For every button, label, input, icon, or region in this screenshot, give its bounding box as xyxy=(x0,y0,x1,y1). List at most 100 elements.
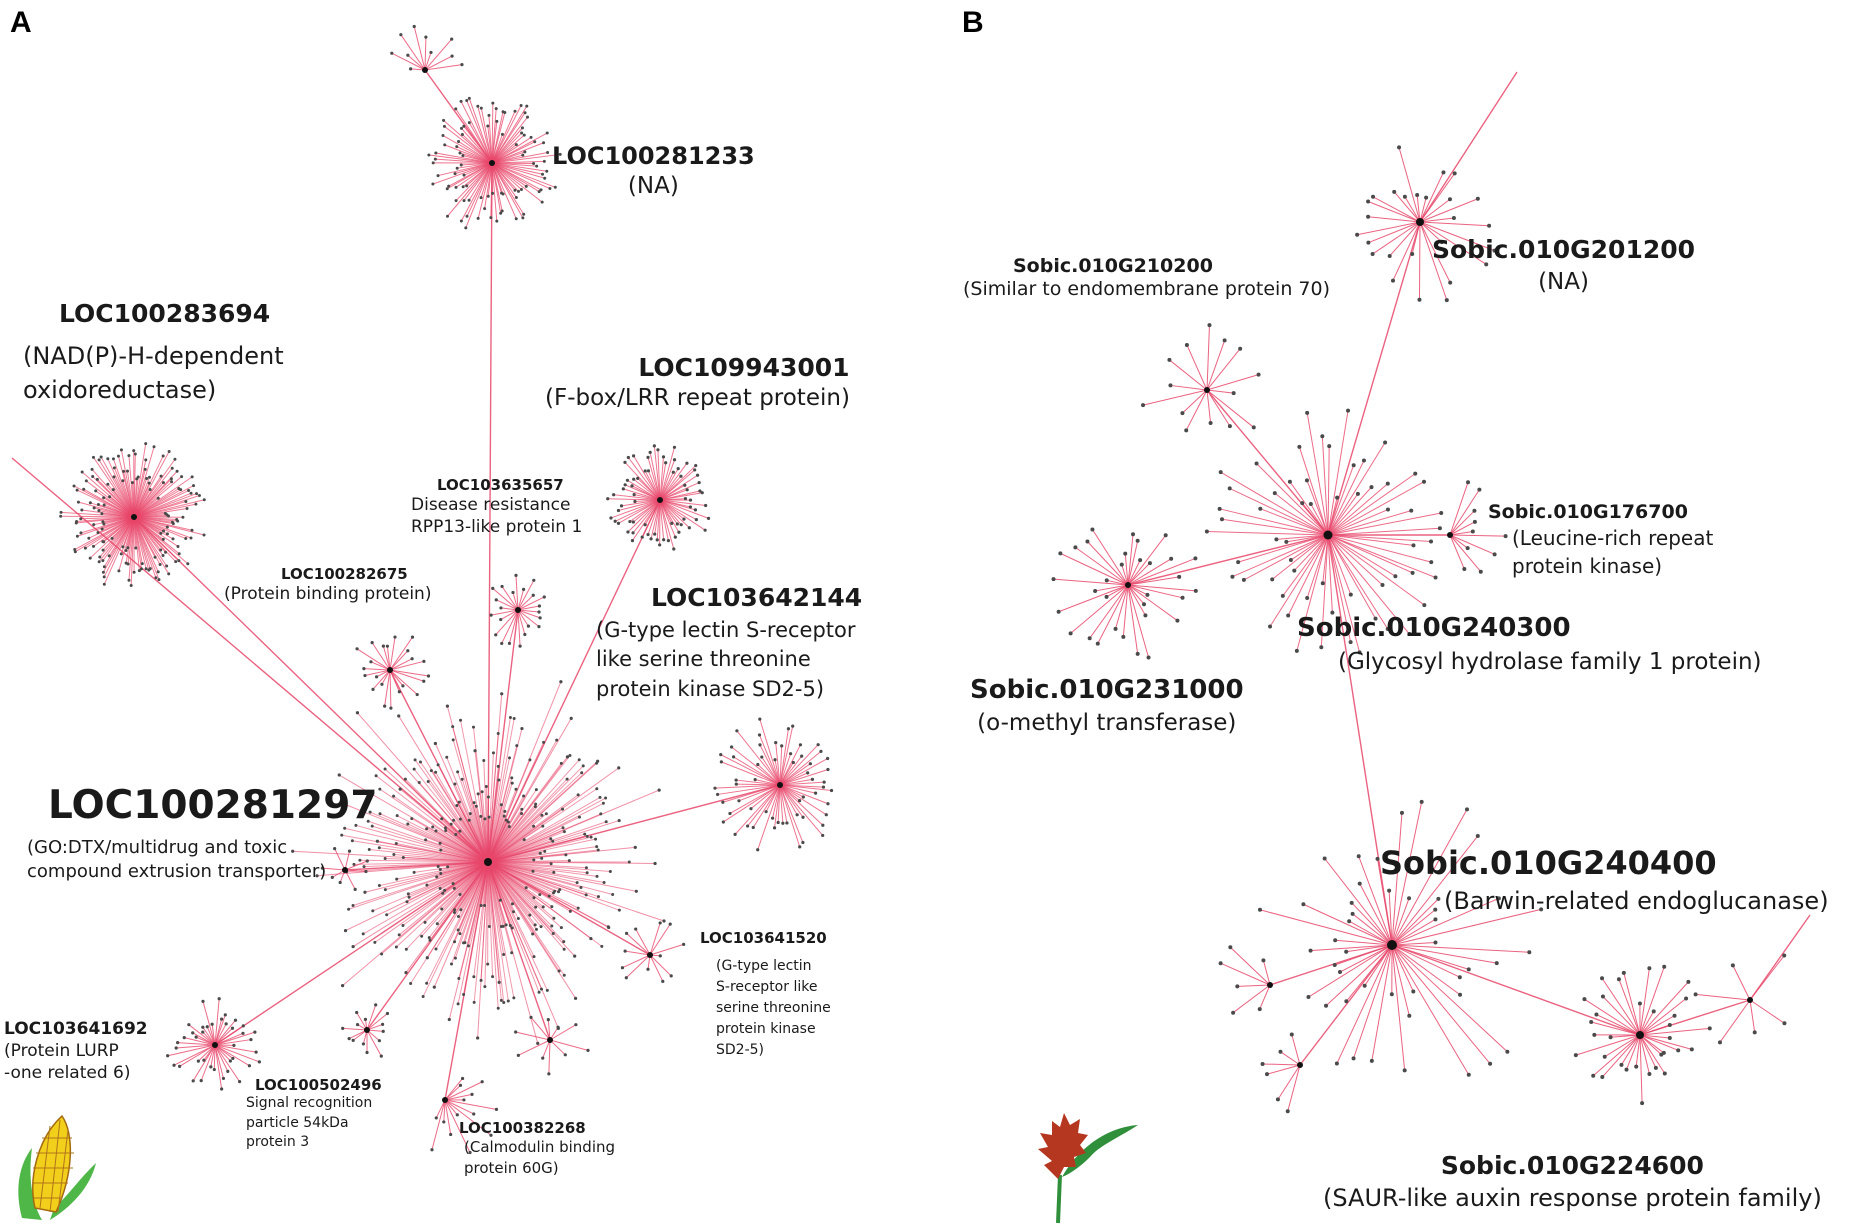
network-node xyxy=(596,848,600,852)
network-edge xyxy=(1639,1011,1655,1036)
network-node xyxy=(1573,1053,1578,1058)
network-edge xyxy=(1220,962,1271,986)
gene-id: Sobic.010G240300 xyxy=(1297,613,1571,643)
network-node xyxy=(92,506,96,510)
network-node xyxy=(461,154,465,158)
network-node xyxy=(1362,983,1367,988)
network-node xyxy=(374,774,378,778)
network-node xyxy=(532,896,536,900)
network-edge xyxy=(1377,858,1393,946)
network-edge xyxy=(1321,436,1329,536)
network-node xyxy=(636,476,640,480)
network-edge xyxy=(444,1099,492,1136)
network-node xyxy=(111,488,115,492)
network-edge xyxy=(548,1039,551,1074)
network-node xyxy=(154,576,158,580)
network-node xyxy=(643,523,647,527)
network-node xyxy=(559,761,563,765)
network-node xyxy=(144,442,148,446)
gene-id: Sobic.010G201200 xyxy=(1432,235,1696,264)
network-edge xyxy=(1419,221,1451,283)
network-node xyxy=(551,839,555,843)
network-node xyxy=(1168,383,1173,388)
network-node xyxy=(458,829,462,833)
network-node xyxy=(72,484,76,488)
network-node xyxy=(1351,1056,1356,1061)
network-node xyxy=(568,754,572,758)
network-edge xyxy=(491,162,524,219)
network-node xyxy=(453,940,457,944)
network-edge xyxy=(491,112,506,164)
network-node xyxy=(461,185,465,189)
network-edge xyxy=(393,795,489,863)
network-node xyxy=(117,569,121,573)
network-edge xyxy=(214,1044,257,1053)
green-leaf xyxy=(1062,1125,1138,1177)
network-edge xyxy=(779,769,829,786)
network-edge xyxy=(1327,465,1355,536)
network-edge xyxy=(633,478,661,501)
network-node xyxy=(1433,940,1438,945)
network-edge xyxy=(491,162,537,167)
network-node xyxy=(669,974,673,978)
hub-connection-edge xyxy=(1299,944,1393,1066)
network-node xyxy=(658,543,662,547)
network-edge xyxy=(1391,835,1479,946)
network-node xyxy=(1220,517,1225,522)
network-edge xyxy=(1391,909,1436,946)
network-node xyxy=(1121,634,1126,639)
network-node xyxy=(422,659,426,663)
network-edge xyxy=(649,923,671,956)
network-node xyxy=(1333,938,1338,943)
network-node xyxy=(1366,199,1371,204)
network-edge xyxy=(133,458,176,518)
network-node xyxy=(632,454,636,458)
gene-id: LOC100283694 xyxy=(59,299,271,328)
network-node xyxy=(510,926,514,930)
network-node xyxy=(609,516,613,520)
network-node xyxy=(333,847,337,851)
network-node xyxy=(521,587,526,591)
network-node xyxy=(401,684,405,688)
network-edge xyxy=(1327,473,1416,536)
hub-connection-edge xyxy=(1206,389,1329,536)
network-node xyxy=(546,1017,550,1022)
network-node xyxy=(483,903,487,907)
network-edge xyxy=(755,779,781,786)
network-node xyxy=(371,909,375,913)
network-node xyxy=(564,853,568,857)
network-node xyxy=(110,536,114,540)
network-node xyxy=(1503,534,1508,539)
network-node xyxy=(1257,907,1262,912)
network-node xyxy=(385,644,389,648)
network-node xyxy=(102,575,106,579)
network-edge xyxy=(433,861,489,988)
network-node xyxy=(423,920,427,924)
network-node xyxy=(170,480,174,484)
gene-annotation-loc103642144: (G-type lectin S-receptor like serine th… xyxy=(596,618,856,701)
network-edge xyxy=(1392,221,1421,281)
network-node xyxy=(177,559,181,563)
network-edge xyxy=(1320,534,1329,648)
network-node xyxy=(241,1024,245,1028)
network-node xyxy=(536,1041,540,1045)
network-edge xyxy=(1291,1034,1301,1066)
network-edge xyxy=(1324,858,1393,946)
network-node xyxy=(1466,480,1471,485)
network-edge xyxy=(624,461,661,501)
network-node xyxy=(1433,917,1438,922)
network-edge xyxy=(487,861,611,872)
network-edge xyxy=(484,861,489,987)
network-node xyxy=(1256,372,1261,377)
network-node xyxy=(1264,1072,1269,1077)
network-node xyxy=(520,811,524,815)
network-edge xyxy=(444,125,493,164)
network-edge xyxy=(1388,890,1393,946)
network-edge xyxy=(1142,389,1208,406)
network-edge xyxy=(448,162,493,187)
network-node xyxy=(602,880,606,884)
network-edge xyxy=(1372,221,1421,255)
network-node xyxy=(808,762,812,766)
gene-id: LOC100281233 xyxy=(552,142,755,170)
network-node xyxy=(826,767,830,772)
